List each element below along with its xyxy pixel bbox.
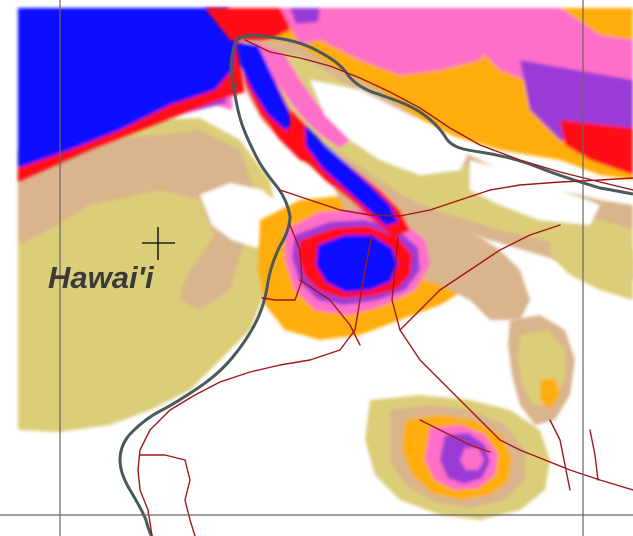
precipitation-zones — [18, 118, 280, 432]
place-label-hawaii: Hawai'i — [48, 260, 154, 295]
zone-northeast — [205, 8, 633, 180]
zone-khaki-inner — [40, 205, 215, 390]
crosshair-icon — [142, 227, 175, 260]
zone-blue-nw — [18, 8, 245, 182]
coastline — [118, 33, 633, 536]
zone-tan-west — [18, 130, 255, 310]
zone-kohala-ridge — [236, 40, 633, 280]
roads — [137, 39, 633, 536]
